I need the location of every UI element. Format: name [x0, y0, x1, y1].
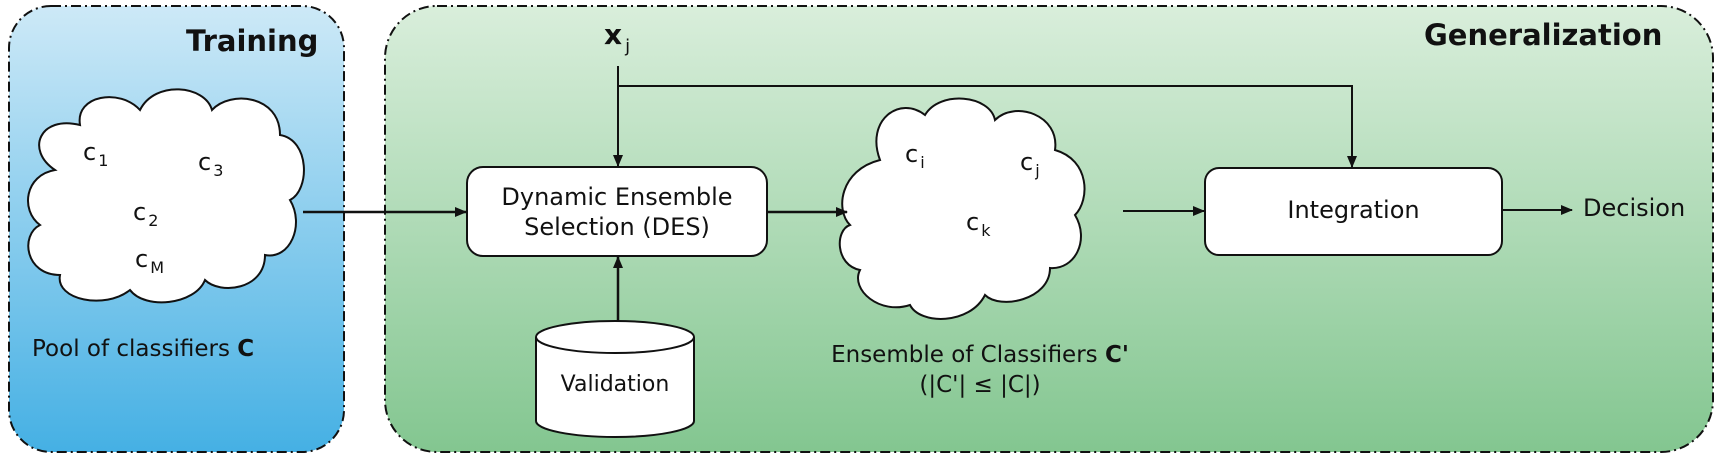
ensemble-caption-line1: Ensemble of Classifiers C' [831, 342, 1129, 368]
generalization-title: Generalization [1424, 18, 1663, 52]
ensemble-caption: Ensemble of Classifiers C' (|C'| ≤ |C|) [810, 340, 1150, 400]
validation-label: Validation [560, 372, 670, 397]
integration-box [1204, 167, 1503, 256]
validation-cylinder-top [535, 320, 695, 354]
des-label-line1: Dynamic Ensemble [501, 183, 733, 211]
des-label: Dynamic Ensemble Selection (DES) [467, 182, 767, 242]
decision-label: Decision [1583, 194, 1686, 222]
ensemble-caption-line2: (|C'| ≤ |C|) [919, 372, 1041, 398]
pool-cloud [27, 88, 305, 304]
ensemble-cloud [838, 97, 1086, 320]
training-title: Training [186, 24, 319, 58]
pool-caption: Pool of classifiers C [32, 336, 255, 362]
arrow-xj-to-integration [618, 85, 1357, 168]
des-label-line2: Selection (DES) [524, 213, 710, 241]
validation-cylinder [535, 337, 695, 438]
integration-label: Integration [1287, 196, 1420, 224]
